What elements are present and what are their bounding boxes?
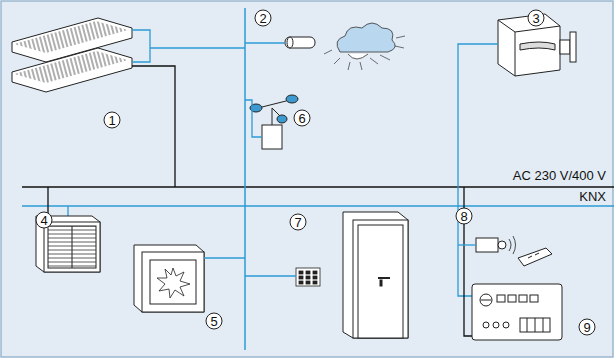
ir-receiver <box>476 236 516 254</box>
door <box>343 212 408 338</box>
control-panel <box>472 284 562 340</box>
callout-number: 7 <box>294 216 301 229</box>
callout-circles <box>36 10 595 335</box>
cloud-sun <box>324 23 405 70</box>
callout-number: 1 <box>108 114 115 127</box>
knx-bus-line <box>22 205 614 207</box>
bus-label: KNX <box>579 190 606 203</box>
callout-number: 5 <box>210 315 217 328</box>
callout-number: 2 <box>259 12 266 25</box>
callout-number: 4 <box>40 214 47 227</box>
bus-label: AC 230 V/400 V <box>513 169 606 182</box>
callout-number: 8 <box>460 210 467 223</box>
keypad <box>296 268 320 286</box>
callout-number: 6 <box>298 112 305 125</box>
anemometer <box>250 95 298 149</box>
luminaires <box>12 18 132 92</box>
knx-bus-riser <box>244 8 246 350</box>
alarm-window <box>134 245 204 312</box>
remote-control <box>518 248 552 266</box>
callout-number: 3 <box>532 12 539 25</box>
callout-number: 9 <box>583 321 590 334</box>
brightness-sensor <box>285 37 315 48</box>
power-line <box>22 186 614 188</box>
